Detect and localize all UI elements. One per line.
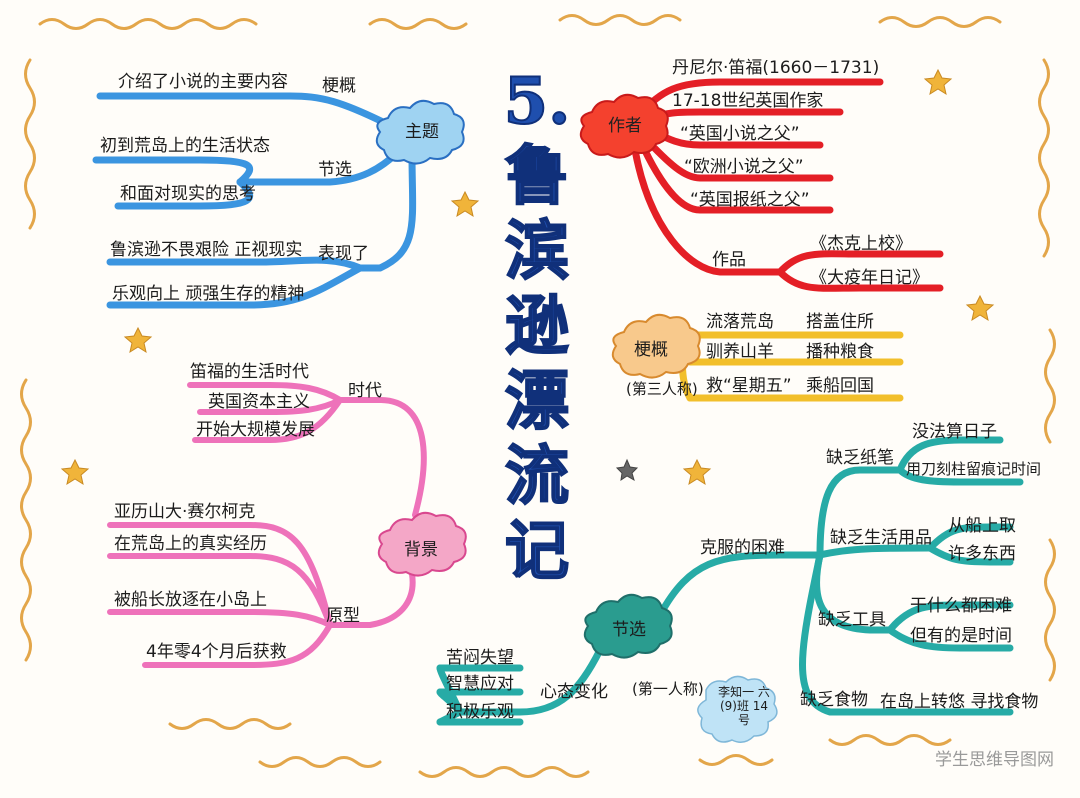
- title-char: 5.: [503, 64, 572, 139]
- excerpt-lack-goods-item: 从船上取: [948, 516, 1016, 536]
- excerpt-lack-tools-item: 干什么都困难: [910, 596, 1012, 616]
- excerpt-lack-food: 缺乏食物: [800, 690, 868, 710]
- background-era-item: 开始大规模发展: [196, 420, 315, 440]
- title-char: 漂: [504, 364, 570, 439]
- author-item: “英国报纸之父”: [690, 190, 810, 210]
- synopsis-note: (第三人称): [626, 380, 698, 398]
- star-icon: [123, 326, 153, 354]
- title-char: 逊: [504, 289, 570, 364]
- star-icon: [615, 458, 639, 482]
- theme-summary-tag: 梗概: [322, 76, 356, 96]
- author-branches: [631, 78, 944, 292]
- student-signature: 李知一 六(9)班 14号: [718, 685, 770, 727]
- decorative-stars: [60, 68, 995, 486]
- title-char: 滨: [504, 214, 570, 289]
- author-node: 作者: [608, 116, 642, 136]
- star-icon: [682, 458, 712, 486]
- excerpt-node: 节选: [612, 620, 646, 640]
- star-icon: [60, 458, 90, 486]
- synopsis-node: 梗概: [634, 340, 668, 360]
- star-icon: [923, 68, 953, 96]
- star-icon: [450, 190, 480, 218]
- excerpt-mood-tag: 心态变化: [540, 682, 608, 702]
- theme-branches: [92, 92, 417, 309]
- excerpt-difficulty-tag: 克服的困难: [700, 538, 785, 558]
- theme-plot-tag: 节选: [318, 160, 352, 180]
- author-item: “英国小说之父”: [680, 124, 800, 144]
- theme-node: 主题: [405, 122, 439, 142]
- background-proto-tag: 原型: [326, 606, 360, 626]
- author-work: 《杰克上校》: [810, 234, 912, 254]
- synopsis-cloud: [611, 313, 701, 379]
- background-era-tag: 时代: [348, 381, 382, 401]
- theme-show-label-2: 乐观向上 顽强生存的精神: [112, 284, 305, 304]
- author-name: 丹尼尔·笛福(1660－1731): [672, 58, 880, 78]
- excerpt-cloud: [583, 593, 673, 659]
- excerpt-mood-item: 智慧应对: [446, 674, 514, 694]
- decorative-border: [20, 14, 1056, 778]
- synopsis-left-item: 救“星期五”: [706, 376, 792, 396]
- synopsis-right-item: 播种粮食: [806, 342, 874, 362]
- excerpt-lack-tools-item: 但有的是时间: [910, 626, 1012, 646]
- watermark: 学生思维导图网: [935, 750, 1054, 770]
- author-cloud: [579, 93, 669, 159]
- background-proto-item: 被船长放逐在小岛上: [114, 590, 267, 610]
- theme-plot-label-1: 初到荒岛上的生活状态: [100, 136, 270, 156]
- star-icon: [965, 294, 995, 322]
- theme-cloud: [375, 99, 465, 165]
- title-char: 鲁: [504, 139, 570, 214]
- excerpt-mood-item: 苦闷失望: [446, 648, 514, 668]
- excerpt-note: (第一人称): [632, 680, 704, 698]
- excerpt-lack-tools: 缺乏工具: [818, 610, 886, 630]
- background-era-item: 笛福的生活时代: [190, 362, 309, 382]
- synopsis-right-item: 乘船回国: [806, 376, 874, 396]
- background-node: 背景: [404, 540, 438, 560]
- main-title: 5. 鲁 滨 逊 漂 流 记: [492, 64, 582, 595]
- background-cloud: [377, 511, 467, 577]
- theme-show-tag: 表现了: [318, 244, 369, 264]
- theme-plot-label-2: 和面对现实的思考: [120, 184, 256, 204]
- synopsis-left-item: 驯养山羊: [706, 342, 774, 362]
- excerpt-lack-paper-item: 没法算日子: [912, 422, 997, 442]
- background-proto-item: 在荒岛上的真实经历: [114, 534, 267, 554]
- author-item: “欧洲小说之父”: [684, 157, 804, 177]
- excerpt-lack-goods-item: 许多东西: [948, 544, 1016, 564]
- background-branches: [107, 382, 427, 668]
- author-item: 17-18世纪英国作家: [672, 91, 824, 111]
- excerpt-lack-paper: 缺乏纸笔: [826, 448, 894, 468]
- excerpt-lack-paper-item: 用刀刻柱留痕记时间: [906, 460, 1042, 478]
- author-works-tag: 作品: [712, 250, 746, 270]
- title-char: 流: [504, 439, 570, 514]
- background-proto-item: 亚历山大·赛尔柯克: [114, 502, 256, 522]
- title-char: 记: [504, 514, 570, 589]
- author-work: 《大疫年日记》: [810, 268, 929, 288]
- background-era-item: 英国资本主义: [208, 392, 310, 412]
- theme-summary-label: 介绍了小说的主要内容: [118, 72, 288, 92]
- background-proto-item: 4年零4个月后获救: [146, 642, 287, 662]
- theme-show-label-1: 鲁滨逊不畏艰险 正视现实: [110, 240, 303, 260]
- excerpt-branches: [436, 436, 1024, 726]
- sign-cloud: [697, 675, 778, 743]
- synopsis-right-item: 搭盖住所: [806, 312, 874, 332]
- excerpt-lack-food-item: 在岛上转悠 寻找食物: [880, 692, 1039, 712]
- excerpt-mood-item: 积极乐观: [446, 702, 514, 722]
- excerpt-lack-goods: 缺乏生活用品: [830, 528, 932, 548]
- synopsis-left-item: 流落荒岛: [706, 312, 774, 332]
